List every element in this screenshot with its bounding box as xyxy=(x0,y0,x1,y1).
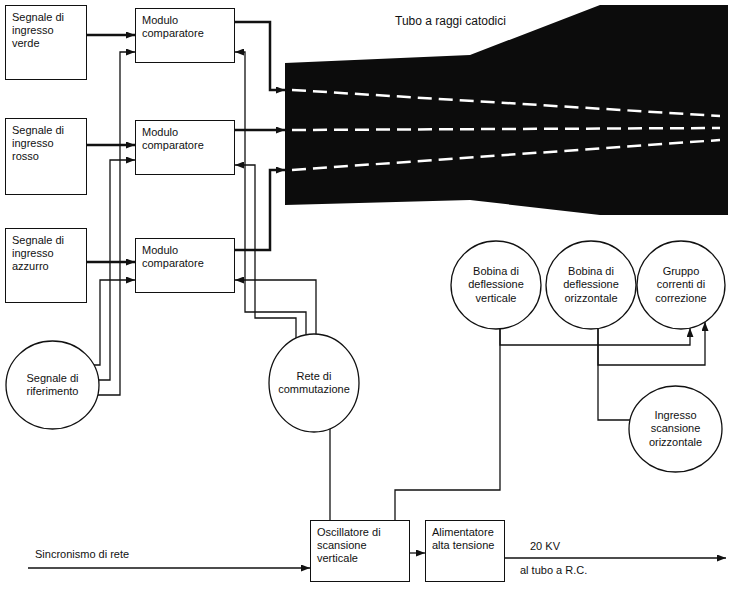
connector-line xyxy=(235,52,306,335)
oscillator-box: Oscillatore di scansione verticale xyxy=(310,520,410,582)
scan-input-circle: Ingresso scansione orizzontale xyxy=(628,385,723,473)
node-text: Oscillatore di scansione verticale xyxy=(317,526,403,566)
signal-label: 20 KV xyxy=(530,540,560,552)
connector-line xyxy=(329,429,330,520)
sync-input-line xyxy=(28,567,310,568)
node-text: Gruppo correnti di correzione xyxy=(648,265,714,305)
correction-circle: Gruppo correnti di correzione xyxy=(636,240,726,330)
signal-line xyxy=(87,261,135,264)
coil-circle: Bobina di deflessione orizzontale xyxy=(545,240,637,330)
signal-line xyxy=(235,129,285,132)
input-box: Segnale di ingresso rosso xyxy=(5,118,87,195)
signal-line xyxy=(87,34,135,37)
node-text: Rete di commutazione xyxy=(278,370,350,396)
node-text: Bobina di deflessione verticale xyxy=(462,265,530,305)
signal-line xyxy=(235,22,285,90)
tube-label: Tubo a raggi catodici xyxy=(395,14,506,28)
connector-line xyxy=(410,552,425,553)
comparator-box: Modulo comparatore xyxy=(135,238,235,293)
connector-line xyxy=(94,280,135,365)
electron-beams xyxy=(292,90,720,170)
coil-circle: Bobina di deflessione verticale xyxy=(450,240,542,330)
node-text: Ingresso scansione orizzontale xyxy=(640,409,711,449)
node-text: Segnale di riferimento xyxy=(17,372,88,398)
power-supply-box: Alimentatore alta tensione xyxy=(425,520,505,582)
node-text: Modulo comparatore xyxy=(142,14,228,40)
signal-line xyxy=(235,170,285,250)
signal-line xyxy=(87,144,135,147)
signal-label: al tubo a R.C. xyxy=(520,564,587,576)
node-text: Alimentatore alta tensione xyxy=(432,526,498,552)
comparator-box: Modulo comparatore xyxy=(135,120,235,175)
crt-tube xyxy=(285,5,728,215)
connector-line xyxy=(395,329,500,520)
input-box: Segnale di ingresso verde xyxy=(5,5,87,80)
comparator-box: Modulo comparatore xyxy=(135,8,235,63)
node-text: Modulo comparatore xyxy=(142,126,228,152)
connector-line xyxy=(98,52,135,395)
node-text: Segnale di ingresso verde xyxy=(12,11,80,51)
node-text: Modulo comparatore xyxy=(142,244,228,270)
node-text: Segnale di ingresso azzurro xyxy=(12,234,80,274)
connector-line xyxy=(500,328,690,345)
reference-circle: Segnale di riferimento xyxy=(5,340,100,430)
signal-label: Sincronismo di rete xyxy=(35,548,129,560)
connector-line xyxy=(598,329,630,421)
node-text: Segnale di ingresso rosso xyxy=(12,124,80,164)
switching-circle: Rete di commutazione xyxy=(268,333,360,433)
input-box: Segnale di ingresso azzurro xyxy=(5,228,87,303)
node-text: Bobina di deflessione orizzontale xyxy=(557,265,625,305)
connector-line xyxy=(99,160,135,380)
connector-line xyxy=(235,165,296,338)
crt-tube-node: Tubo a raggi catodici xyxy=(285,5,729,217)
connector-line xyxy=(235,280,316,334)
hv-output-line xyxy=(505,557,726,558)
